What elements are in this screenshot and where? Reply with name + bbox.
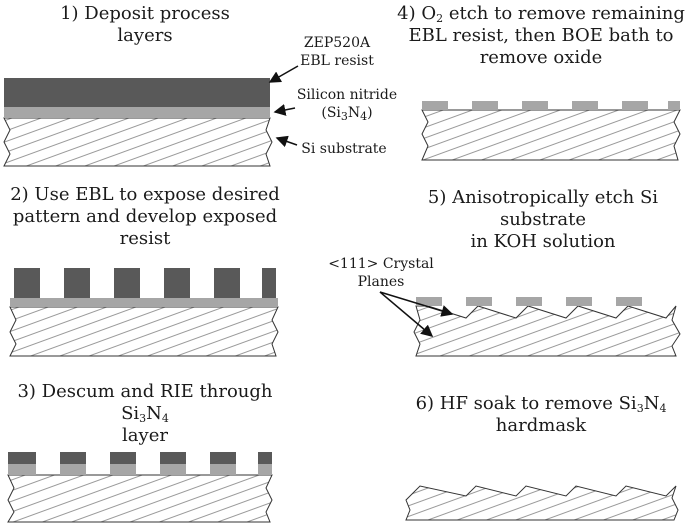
caption-step2: 2) Use EBL to expose desired pattern and… (10, 184, 280, 249)
step2-resist-block (164, 268, 190, 298)
step5-stack (413, 297, 681, 357)
label-crystal-planes: <111> Crystal Planes (328, 256, 434, 290)
step2-resist-block (262, 268, 276, 298)
step6-stack (405, 485, 679, 521)
arrow-substrate (275, 135, 298, 148)
step1-substrate (3, 117, 273, 167)
step1-stack (3, 78, 273, 167)
step1-resist (4, 78, 270, 107)
arrow-resist (268, 65, 299, 83)
caption-step1: 1) Deposit process layers (60, 3, 230, 46)
caption-step6: 6) HF soak to remove Si3N4 hardmask (415, 393, 667, 436)
step2-resist-block (14, 268, 40, 298)
step3-stack (7, 452, 273, 523)
arrow-crystal-1 (379, 291, 454, 317)
step1-nitride (4, 107, 270, 118)
arrow-crystal-2 (379, 291, 434, 337)
step2-stack (9, 268, 279, 357)
caption-step4: 4) O2 etch to remove remaining EBL resis… (397, 3, 685, 68)
step4-stack (421, 101, 681, 161)
step2-resist-block (114, 268, 140, 298)
arrow-nitride (273, 104, 296, 116)
label-resist: ZEP520A EBL resist (300, 35, 374, 69)
step2-resist-block (64, 268, 90, 298)
label-nitride: Silicon nitride (Si3N4) (296, 87, 398, 123)
label-substrate: Si substrate (301, 141, 387, 157)
caption-step5: 5) Anisotropically etch Si substrate in … (427, 187, 659, 252)
step2-resist-block (214, 268, 240, 298)
caption-step3: 3) Descum and RIE through Si3N4 layer (17, 381, 273, 446)
